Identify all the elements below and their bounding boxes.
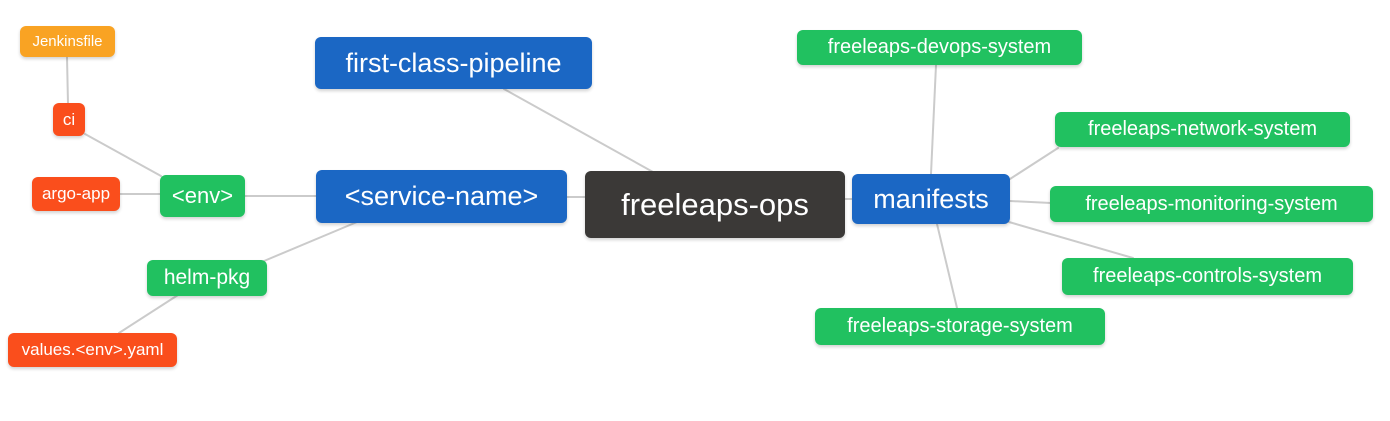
- node-ci[interactable]: ci: [53, 103, 85, 136]
- node-freeleaps-controls-system[interactable]: freeleaps-controls-system: [1062, 258, 1353, 295]
- node-env[interactable]: <env>: [160, 175, 245, 217]
- edge-jenkinsfile-ci: [66, 56, 69, 105]
- node-freeleaps-devops-system[interactable]: freeleaps-devops-system: [797, 30, 1082, 65]
- node-freeleaps-monitoring-system[interactable]: freeleaps-monitoring-system: [1050, 186, 1373, 222]
- node-service-name[interactable]: <service-name>: [316, 170, 567, 223]
- node-helm-pkg[interactable]: helm-pkg: [147, 260, 267, 296]
- node-first-class-pipeline[interactable]: first-class-pipeline: [315, 37, 592, 89]
- edge-manifests-controls: [1008, 221, 1134, 259]
- node-freeleaps-storage-system[interactable]: freeleaps-storage-system: [815, 308, 1105, 345]
- node-argo-app[interactable]: argo-app: [32, 177, 120, 211]
- node-freeleaps-ops[interactable]: freeleaps-ops: [585, 171, 845, 238]
- edge-manifests-storage: [936, 223, 958, 309]
- node-freeleaps-network-system[interactable]: freeleaps-network-system: [1055, 112, 1350, 147]
- edge-helmpkg-servicename: [263, 221, 358, 262]
- edge-manifests-network: [1009, 147, 1059, 180]
- node-values-env-yaml[interactable]: values.<env>.yaml: [8, 333, 177, 367]
- edge-manifests-monitoring: [1009, 200, 1052, 204]
- node-jenkinsfile[interactable]: Jenkinsfile: [20, 26, 115, 57]
- edge-values-helmpkg: [118, 294, 179, 334]
- edge-pipeline-freeleapsops: [503, 88, 654, 173]
- edge-ci-env: [84, 133, 162, 177]
- node-manifests[interactable]: manifests: [852, 174, 1010, 224]
- edge-manifests-devops: [930, 64, 937, 175]
